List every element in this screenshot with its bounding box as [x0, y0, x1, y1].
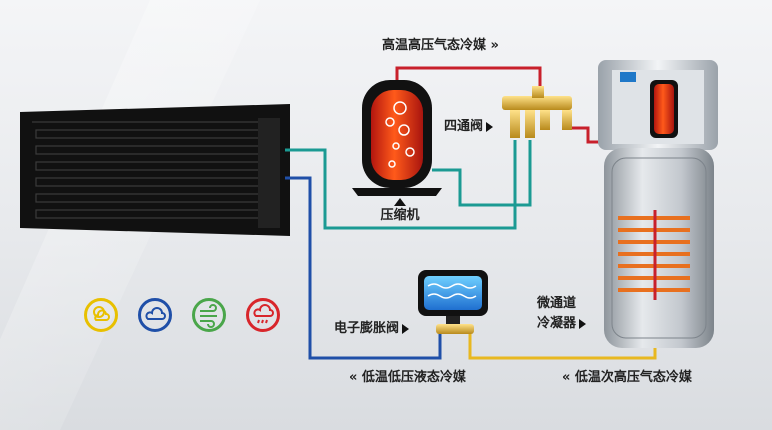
four-way-valve	[502, 86, 572, 138]
wind-icon	[192, 298, 226, 332]
label-compressor: 压缩机	[380, 208, 420, 223]
label-four-way-valve: 四通阀	[444, 119, 484, 134]
solar-collector-panel	[20, 104, 290, 236]
arrow-up-icon	[394, 198, 406, 206]
label-compressor-wrap: 压缩机	[372, 198, 428, 224]
label-high-temp-gas: 高温高压气态冷媒 »	[382, 38, 499, 53]
sun-cloud-icon	[84, 298, 118, 332]
rain-icon	[246, 298, 280, 332]
label-expansion-valve: 电子膨胀阀	[334, 321, 400, 336]
pipe-low-temp-liquid	[285, 176, 442, 360]
label-expansion-valve-wrap: 电子膨胀阀	[334, 321, 410, 337]
pipe-panel-to-valve	[285, 140, 517, 230]
expansion-valve	[418, 270, 488, 334]
label-condenser-wrap: 冷凝器	[537, 316, 587, 332]
arrow-right-icon	[402, 323, 410, 334]
arrow-right-icon	[486, 121, 494, 132]
label-four-way-valve-wrap: 四通阀	[444, 119, 494, 135]
label-condenser-line2: 冷凝器	[537, 316, 577, 331]
label-condenser-line1: 微通道	[537, 296, 577, 311]
cloud-icon	[138, 298, 172, 332]
arrow-right-icon	[579, 318, 587, 329]
compressor	[352, 80, 442, 196]
pipe-valve-to-compressor	[432, 140, 532, 207]
pipe-compressor-discharge	[395, 66, 542, 97]
label-low-temp-liquid: « 低温低压液态冷媒	[349, 370, 466, 385]
label-mid-temp-gas: « 低温次高压气态冷媒	[562, 370, 692, 385]
water-tank	[598, 60, 718, 348]
